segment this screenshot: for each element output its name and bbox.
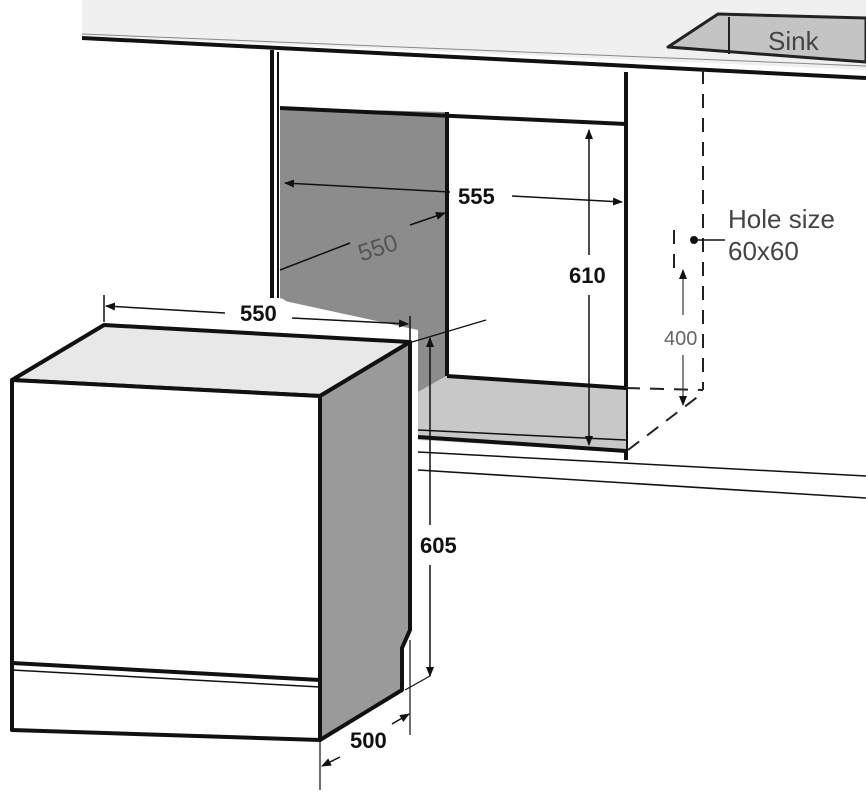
hole-height-label: 400	[664, 328, 697, 350]
niche-height-label: 610	[569, 263, 606, 288]
niche-width-label: 555	[458, 184, 495, 209]
hole-size-value: 60x60	[728, 236, 799, 266]
appliance-width-label: 550	[240, 301, 277, 326]
dimension-hole-height: 400	[664, 269, 697, 406]
dimension-niche-width: 555	[284, 179, 623, 209]
hole-marker: Hole size 60x60	[690, 204, 835, 266]
sink-label: Sink	[768, 26, 820, 56]
hole-size-title: Hole size	[728, 204, 835, 234]
drain-hole-guide	[625, 70, 704, 451]
sink: Sink	[666, 12, 866, 64]
dimension-appliance-depth: 500	[319, 640, 411, 790]
countertop	[81, 0, 866, 80]
dimension-appliance-height: 605	[404, 319, 487, 691]
appliance-depth-label: 500	[350, 728, 387, 753]
appliance-height-label: 605	[420, 533, 457, 558]
dishwasher	[10, 323, 412, 742]
dimension-niche-height: 610	[569, 129, 606, 446]
dimension-appliance-width: 550	[103, 295, 411, 340]
